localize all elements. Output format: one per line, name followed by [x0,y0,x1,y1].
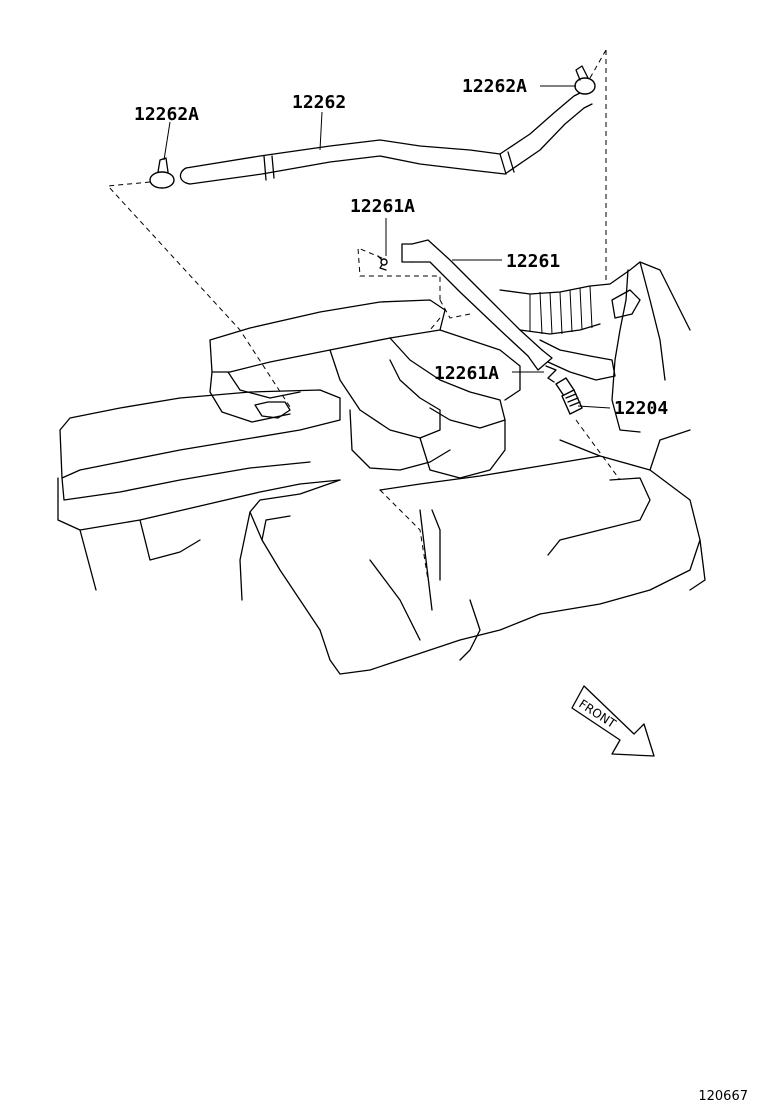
label-clip-upper: 12261A [350,196,415,217]
label-hose-main: 12262 [292,92,346,113]
label-pcv-valve: 12204 [614,398,668,419]
label-hose-pcv: 12261 [506,251,560,272]
label-clip-lower: 12261A [434,363,499,384]
engine-outline [57,261,706,675]
label-clamp-left: 12262A [134,104,199,125]
label-clamp-right: 12262A [462,76,527,97]
label-leaders [163,85,611,409]
diagram-code: 120667 [698,1089,748,1104]
clip-upper [377,255,388,271]
pcv-valve [555,377,583,415]
clip-lower [545,365,557,383]
hose-12262 [179,91,593,185]
hose-12261 [401,239,553,371]
clamp-right [574,65,596,95]
dashed-leaders [106,49,621,581]
front-arrow: FRONT [571,685,655,757]
clamp-left [149,157,175,189]
